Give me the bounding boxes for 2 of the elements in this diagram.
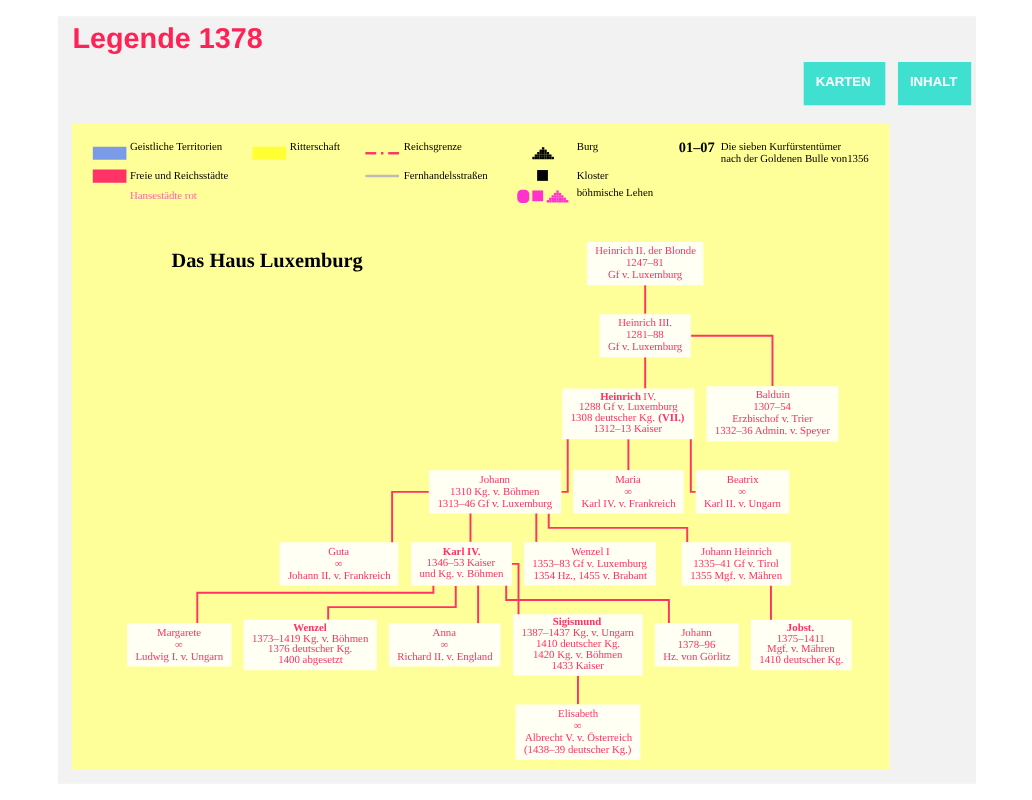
label: Das Haus Luxemburg: [170, 251, 362, 274]
diagram-title: Legende 1378: [71, 23, 262, 56]
